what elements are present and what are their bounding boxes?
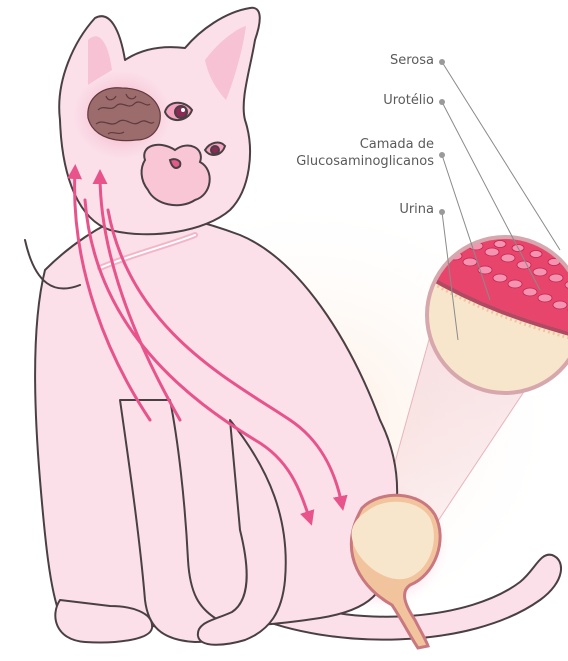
dot-urotelio	[439, 99, 445, 105]
brain	[88, 88, 160, 141]
label-serosa: Serosa	[390, 52, 434, 69]
label-urotelio: Urotélio	[383, 92, 434, 109]
label-urina: Urina	[399, 201, 434, 218]
label-serosa-text: Serosa	[390, 53, 434, 68]
leader-serosa	[442, 62, 560, 250]
dot-serosa	[439, 59, 445, 65]
leader-dots	[439, 59, 445, 215]
label-camada-line1: Camada de	[296, 136, 434, 153]
label-urina-text: Urina	[399, 202, 434, 217]
dot-camada	[439, 152, 445, 158]
label-camada-line2: Glucosaminoglicanos	[296, 153, 434, 170]
label-urotelio-text: Urotélio	[383, 93, 434, 108]
dot-urina	[439, 209, 445, 215]
cat-muzzle	[142, 145, 210, 205]
label-camada: Camada de Glucosaminoglicanos	[296, 136, 434, 170]
